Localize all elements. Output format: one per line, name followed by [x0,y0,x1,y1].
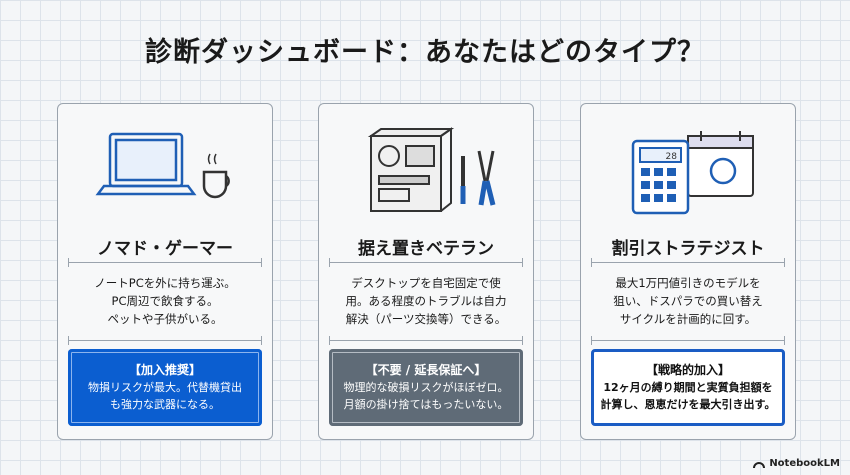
desc-line: デスクトップを自宅固定で使 [351,276,501,290]
brand-logo: NotebookLM [753,458,840,469]
card-description: デスクトップを自宅固定で使 用。ある程度のトラブルは自力 解決（パーツ交換等）で… [319,274,533,328]
box-line: 物損リスクが最大。代替機貸出 [88,381,242,394]
page-title: 診断ダッシュボード：あなたはどのタイプ？ [145,37,705,68]
desc-line: 最大1万円値引きのモデルを [615,276,761,290]
calculator-calendar-icon: 28 [581,116,795,221]
card-description: 最大1万円値引きのモデルを 狙い、ドスパラでの買い替え サイクルを計画的に回す。 [581,274,795,328]
divider [329,258,523,267]
desc-line: 用。ある程度のトラブルは自力 [345,294,507,308]
calculator-display: 28 [666,152,678,162]
box-line: も強力な武器になる。 [110,398,220,411]
box-line: 計算し、恩恵だけを最大引き出す。 [600,398,776,411]
divider [68,336,262,345]
desc-line: サイクルを計画的に回す。 [619,312,757,326]
laptop-coffee-icon [58,116,272,221]
desc-line: ペットや子供がいる。 [107,312,223,326]
recommendation-box: 【加入推奨】 物損リスクが最大。代替機貸出 も強力な武器になる。 [68,349,262,426]
card-nomad-gamer: ノマド・ゲーマー ノートPCを外に持ち運ぶ。 PC周辺で飲食する。 ペットや子供… [57,103,273,440]
box-heading: 【戦略的加入】 [645,363,730,377]
card-desktop-veteran: 据え置きベテラン デスクトップを自宅固定で使 用。ある程度のトラブルは自力 解決… [318,103,534,440]
notebooklm-logo-icon [753,461,766,468]
box-heading: 【加入推奨】 [128,363,201,377]
box-heading: 【不要 / 延長保証へ】 [365,363,487,377]
box-line: 12ヶ月の縛り期間と実質負担額を [603,381,773,394]
brand-name: NotebookLM [769,458,840,469]
card-title: ノマド・ゲーマー [97,239,233,259]
card-description: ノートPCを外に持ち運ぶ。 PC周辺で飲食する。 ペットや子供がいる。 [58,274,272,328]
desc-line: ノートPCを外に持ち運ぶ。 [94,276,236,290]
divider [68,258,262,267]
recommendation-box: 【不要 / 延長保証へ】 物理的な破損リスクがほぼゼロ。 月額の掛け捨てはもった… [329,349,523,426]
box-line: 物理的な破損リスクがほぼゼロ。 [343,381,509,394]
desc-line: 狙い、ドスパラでの買い替え [613,294,763,308]
divider [329,336,523,345]
box-line: 月額の掛け捨てはもったいない。 [343,398,509,411]
divider [591,336,785,345]
desc-line: 解決（パーツ交換等）できる。 [345,312,507,326]
recommendation-box: 【戦略的加入】 12ヶ月の縛り期間と実質負担額を 計算し、恩恵だけを最大引き出す… [591,349,785,426]
divider [591,258,785,267]
card-discount-strategist: 28 割引ストラテジスト 最大1万円値引きのモデルを 狙い、ドスパラでの買い替え… [580,103,796,440]
card-title: 据え置きベテラン [358,239,494,259]
card-title: 割引ストラテジスト [611,239,765,259]
desktop-tools-icon [319,116,533,221]
desc-line: PC周辺で飲食する。 [111,294,219,308]
